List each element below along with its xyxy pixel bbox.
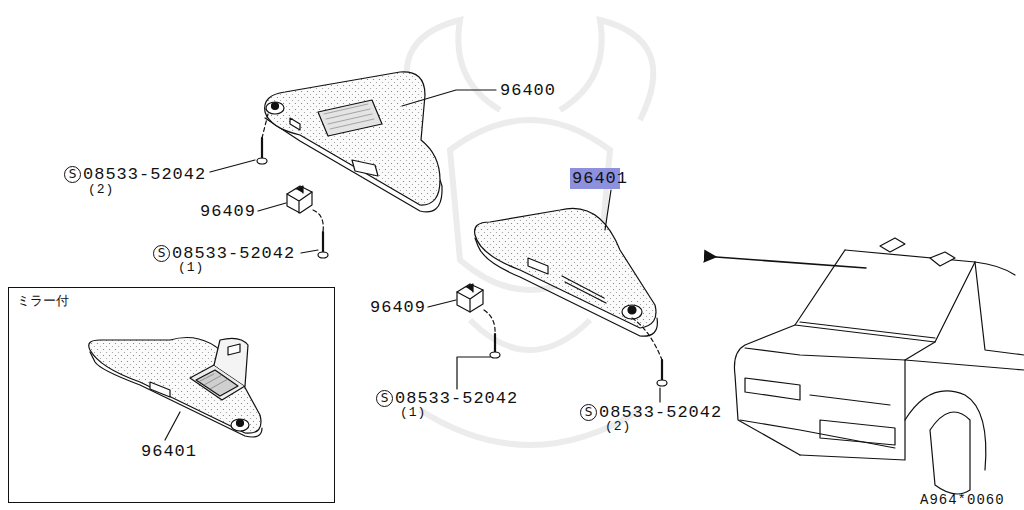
quantity: (2) xyxy=(605,420,631,433)
inset-heading: ミラー付 xyxy=(17,294,69,307)
inset-panel: ミラー付 96401 xyxy=(8,287,335,503)
visor-clip xyxy=(457,284,500,358)
screw-part-number: 08533-52042 xyxy=(172,245,295,262)
standard-part-mark: S xyxy=(580,404,597,421)
standard-part-mark: S xyxy=(153,245,170,262)
part-number: 96409 xyxy=(200,203,256,220)
screw-part-number: 08533-52042 xyxy=(395,390,518,407)
screw-part-number: 08533-52042 xyxy=(83,166,206,183)
sun-visor-with-mirror xyxy=(89,338,262,438)
car-outline xyxy=(734,238,1024,494)
part-number: 96401 xyxy=(141,443,197,460)
diagram-code: A964*0060 xyxy=(920,493,1005,507)
standard-part-mark: S xyxy=(64,166,81,183)
standard-part-mark: S xyxy=(376,390,393,407)
screw-part-number: 08533-52042 xyxy=(599,404,722,421)
highlighted-part-number: 96401 xyxy=(570,168,631,189)
quantity: (1) xyxy=(178,261,204,274)
location-arrow xyxy=(716,257,866,268)
sun-visor xyxy=(475,208,667,386)
quantity: (1) xyxy=(400,406,426,419)
part-number: 96409 xyxy=(370,299,426,316)
leader-line xyxy=(165,90,660,440)
part-number: 96400 xyxy=(500,82,556,99)
screw xyxy=(257,114,268,164)
quantity: (2) xyxy=(88,183,114,196)
part-number: 96401 xyxy=(572,170,628,187)
